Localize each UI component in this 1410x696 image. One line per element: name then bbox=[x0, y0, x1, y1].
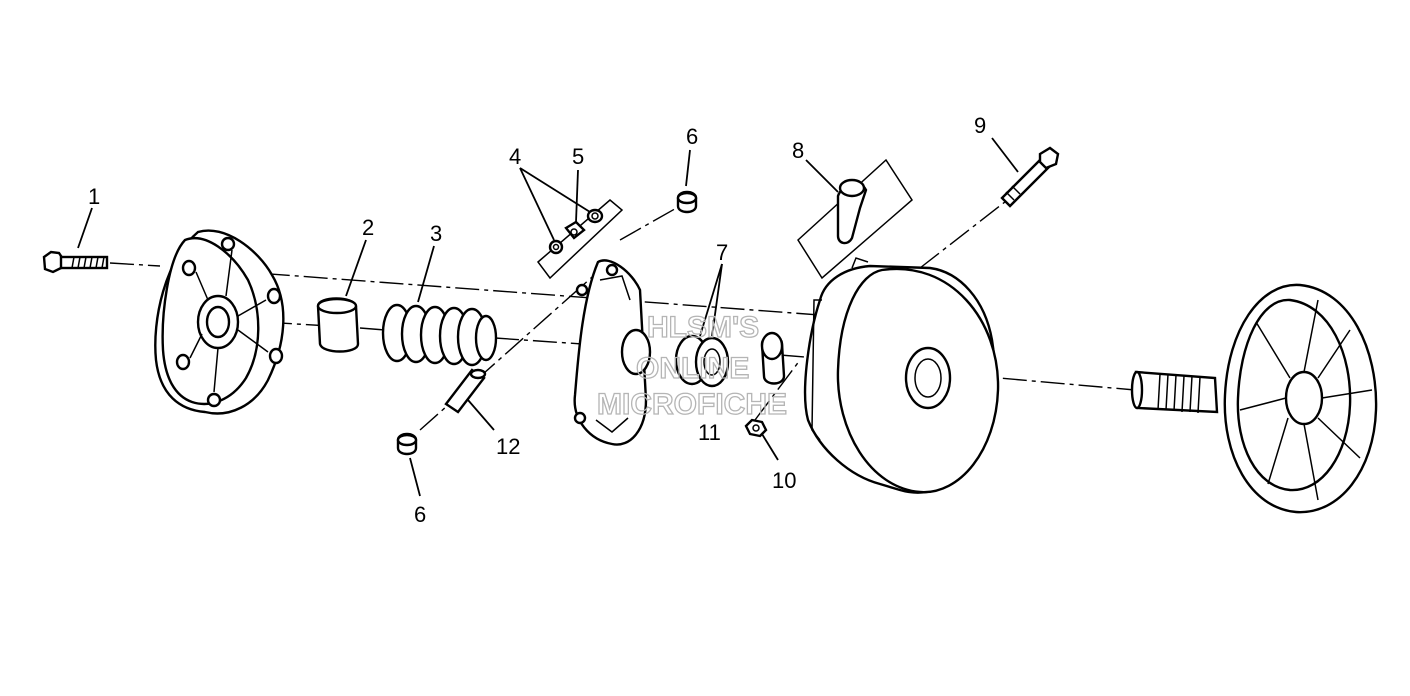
callout-9: 9 bbox=[974, 113, 986, 138]
part-9-bolt bbox=[1000, 146, 1060, 208]
callout-6-top: 6 bbox=[686, 124, 698, 149]
callout-5: 5 bbox=[572, 144, 584, 169]
part-12-pin bbox=[444, 368, 487, 414]
parts-4-5-hardware bbox=[536, 199, 624, 280]
part-1-bolt bbox=[42, 250, 109, 274]
moveable-sheave bbox=[803, 257, 1000, 494]
callout-4: 4 bbox=[509, 144, 521, 169]
callout-7: 7 bbox=[716, 240, 728, 265]
leader-lines bbox=[77, 137, 1019, 497]
part-3-spring bbox=[381, 303, 498, 367]
part-10-nut bbox=[744, 418, 768, 438]
callout-2: 2 bbox=[362, 215, 374, 240]
part-7-rollers bbox=[674, 331, 786, 388]
fixed-sheave-fan bbox=[1130, 283, 1378, 514]
callout-8: 8 bbox=[792, 138, 804, 163]
watermark-line-3: MICROFICHE bbox=[597, 388, 787, 421]
watermark: HLSM'S ONLINE MICROFICHE bbox=[596, 310, 787, 421]
part-6-plug-bottom bbox=[396, 432, 418, 456]
spider-assembly bbox=[573, 259, 652, 446]
callout-11: 11 bbox=[698, 420, 721, 445]
callout-labels: 1 2 3 4 5 6 6 7 8 9 10 11 12 bbox=[88, 113, 986, 527]
callout-3: 3 bbox=[430, 221, 442, 246]
watermark-line-1: HLSM'S bbox=[647, 311, 759, 344]
callout-1: 1 bbox=[88, 184, 100, 209]
callout-10: 10 bbox=[772, 468, 796, 493]
watermark-line-2: ONLINE bbox=[636, 352, 749, 385]
part-6-plug-top bbox=[676, 190, 698, 214]
part-2-ring bbox=[316, 297, 360, 353]
cover-plate bbox=[154, 229, 285, 415]
callout-6-bottom: 6 bbox=[414, 502, 426, 527]
callout-12: 12 bbox=[496, 434, 520, 459]
part-8-weight bbox=[797, 158, 913, 280]
